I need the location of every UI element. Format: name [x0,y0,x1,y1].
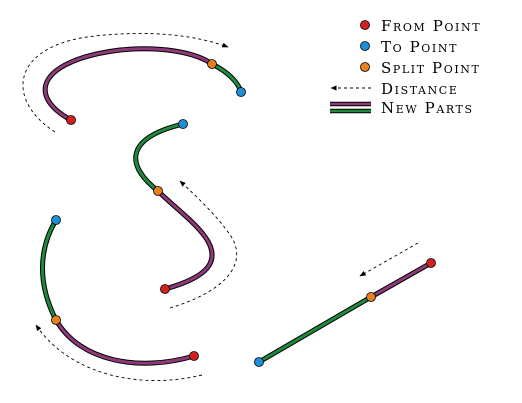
split-point [51,315,61,325]
new-part-b [134,122,184,193]
to-point [178,119,188,129]
legend-label-new-parts: New Parts [381,99,474,117]
new-part-a [43,47,213,122]
new-part-a [156,189,214,291]
legend-label-to-point: To Point [381,38,458,56]
example-top-arc [22,33,246,133]
new-part-a [370,261,432,299]
distance-arrow [22,33,229,133]
new-part-b [258,295,372,364]
new-part-b [41,219,58,321]
legend-label-from-point: From Point [381,17,481,35]
example-s-curve [133,119,238,309]
legend-item-distance: Distance [330,80,458,98]
distance-arrow [359,242,419,277]
split-point [153,186,163,196]
legend-item-from-point: From Point [360,17,481,35]
red-dot-icon [360,20,370,30]
two-color-lines-icon [330,101,371,114]
split-point [366,292,376,302]
blue-dot-icon [360,41,370,51]
from-point [66,115,76,125]
from-point [189,351,199,361]
distance-arrow [35,324,203,381]
to-point [236,87,246,97]
legend-label-split-point: Split Point [381,59,480,77]
legend-item-to-point: To Point [360,38,458,56]
example-straight-line [254,242,436,367]
legend-label-distance: Distance [381,80,458,98]
legend: From Point To Point Split Point Distance… [330,17,481,117]
to-point [254,357,264,367]
legend-item-split-point: Split Point [360,59,480,77]
split-point [207,59,217,69]
new-part-outline [42,46,214,123]
orange-dot-icon [360,62,370,72]
to-point [51,215,61,225]
example-bottom-arc [35,215,203,381]
from-point [160,284,170,294]
from-point [426,258,436,268]
legend-item-new-parts: New Parts [330,99,474,117]
new-part-outline [156,189,215,292]
new-part-a [54,319,195,365]
new-part-outline [210,61,244,93]
distance-arrow [169,180,238,309]
new-part-outline [133,121,184,193]
